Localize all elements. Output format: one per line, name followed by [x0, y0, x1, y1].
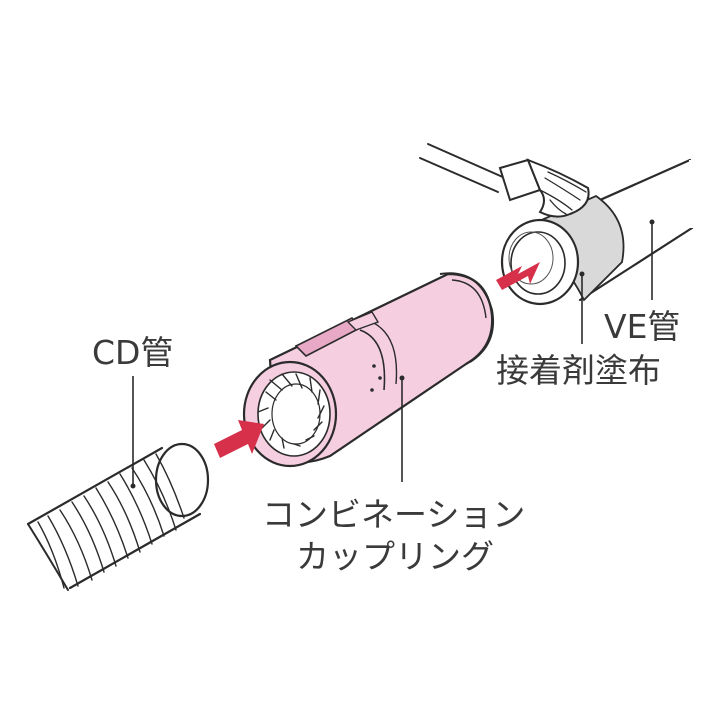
label-coupling-line2: カップリング	[296, 537, 494, 576]
label-ve-pipe: VE管	[604, 307, 680, 346]
combination-coupling	[242, 272, 494, 468]
label-cd-pipe: CD管	[92, 333, 173, 372]
label-coupling-line1: コンビネーション	[262, 495, 525, 534]
label-adhesive: 接着剤塗布	[496, 351, 661, 390]
cd-pipe	[26, 442, 210, 591]
insertion-arrow-icon	[214, 420, 264, 458]
adhesive-brush-icon	[419, 143, 590, 218]
insertion-arrow-icon	[496, 262, 540, 290]
